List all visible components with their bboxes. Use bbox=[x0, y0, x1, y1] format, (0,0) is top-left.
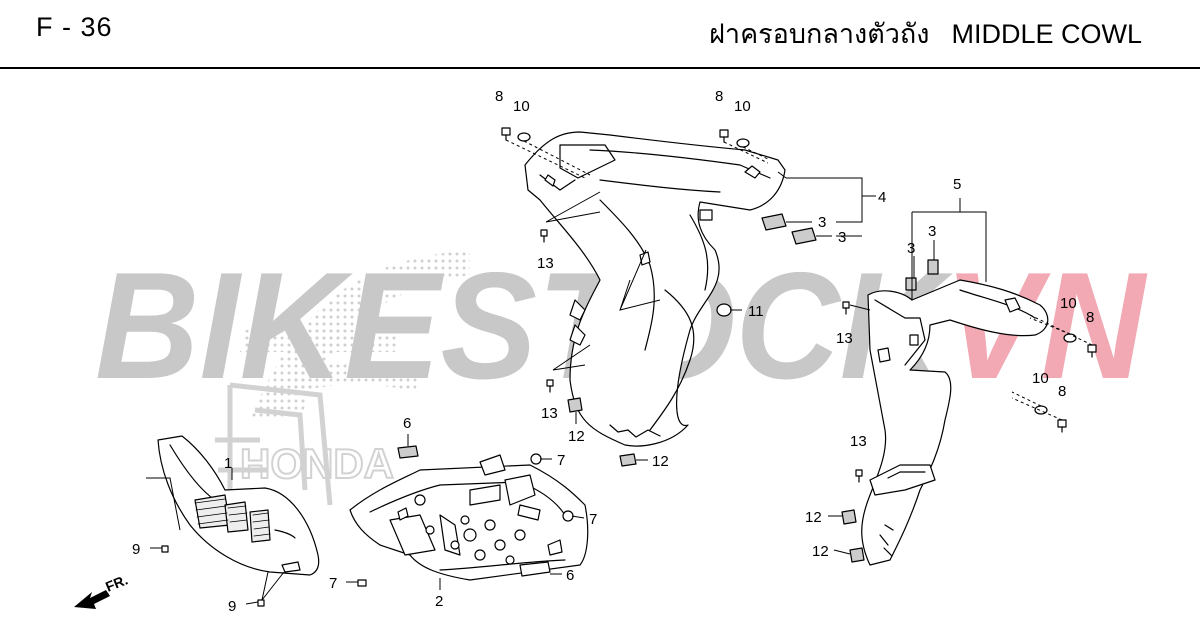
callout-7: 7 bbox=[557, 452, 565, 469]
callout-2: 2 bbox=[435, 593, 443, 610]
callout-labels: 8 10 8 10 4 3 3 5 3 3 13 11 13 12 12 13 … bbox=[132, 88, 1094, 615]
part-4-upper-middle-cowl bbox=[524, 131, 786, 447]
callout-11: 11 bbox=[748, 303, 764, 320]
honda-wing-logo: HONDA bbox=[215, 250, 470, 506]
callout-8: 8 bbox=[1058, 383, 1066, 400]
callout-9: 9 bbox=[228, 598, 236, 615]
part-2-under-cover bbox=[349, 454, 589, 581]
callout-7: 7 bbox=[329, 575, 337, 592]
callout-10: 10 bbox=[1032, 370, 1049, 387]
callout-5: 5 bbox=[953, 176, 961, 193]
callout-9: 9 bbox=[132, 541, 140, 558]
front-label: FR. bbox=[103, 571, 130, 594]
callout-13: 13 bbox=[541, 405, 558, 422]
callout-12: 12 bbox=[652, 453, 669, 470]
callout-3: 3 bbox=[838, 229, 846, 246]
callout-1: 1 bbox=[224, 455, 232, 472]
honda-logo-text: HONDA bbox=[240, 440, 394, 487]
callout-3: 3 bbox=[818, 214, 826, 231]
page-title: ฝาครอบกลางตัวถัง MIDDLE COWL bbox=[709, 12, 1142, 55]
callout-10: 10 bbox=[513, 98, 530, 115]
callout-12: 12 bbox=[812, 543, 829, 560]
front-arrow-icon bbox=[74, 590, 110, 609]
leader-lines bbox=[146, 139, 1093, 605]
part-1-grille-panel bbox=[157, 435, 320, 576]
callout-6: 6 bbox=[566, 567, 574, 584]
callout-8: 8 bbox=[495, 88, 503, 105]
callout-7: 7 bbox=[589, 511, 597, 528]
callout-3: 3 bbox=[928, 223, 936, 240]
title-thai: ฝาครอบกลางตัวถัง bbox=[709, 19, 930, 49]
callout-13: 13 bbox=[850, 433, 867, 450]
page-code: F - 36 bbox=[36, 12, 113, 42]
callout-3: 3 bbox=[907, 240, 915, 257]
callout-8: 8 bbox=[1086, 309, 1094, 326]
front-direction-indicator: FR. bbox=[74, 571, 130, 609]
part-5-right-middle-cowl bbox=[861, 279, 1049, 566]
header-rule bbox=[0, 67, 1200, 69]
callout-8: 8 bbox=[715, 88, 723, 105]
callout-12: 12 bbox=[805, 509, 822, 526]
callout-13: 13 bbox=[537, 255, 554, 272]
callout-4: 4 bbox=[878, 189, 886, 206]
watermark-main: BIKESTOCK bbox=[95, 241, 953, 411]
title-english: MIDDLE COWL bbox=[951, 19, 1142, 49]
callout-6: 6 bbox=[403, 415, 411, 432]
callout-12: 12 bbox=[568, 428, 585, 445]
small-hardware bbox=[161, 127, 1097, 607]
callout-10: 10 bbox=[734, 98, 751, 115]
callout-10: 10 bbox=[1060, 295, 1077, 312]
callout-13: 13 bbox=[836, 330, 853, 347]
